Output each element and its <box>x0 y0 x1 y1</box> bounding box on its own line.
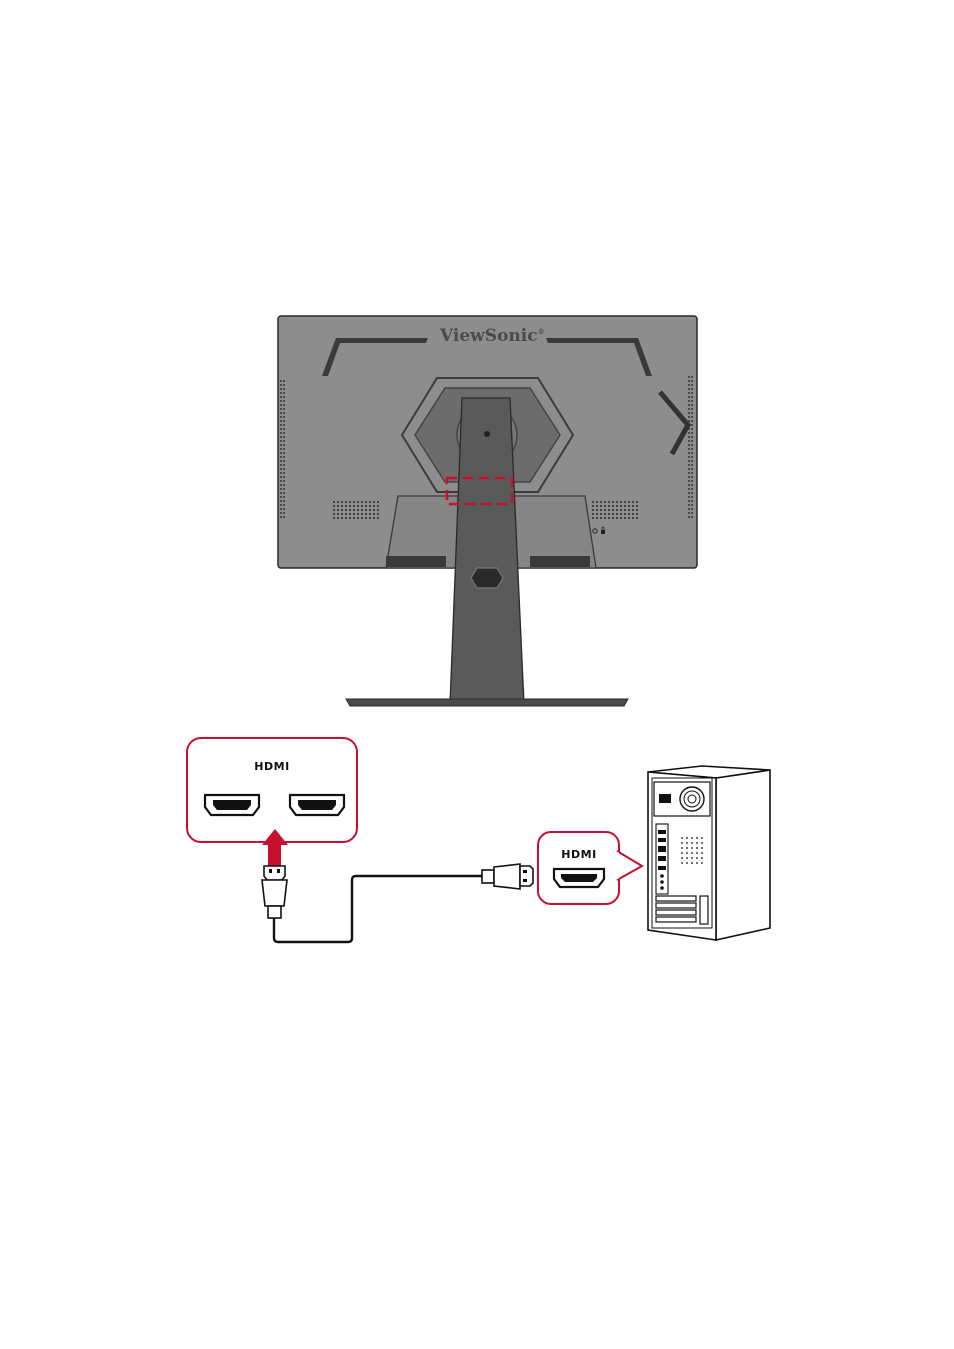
hdmi-plug-icon <box>262 866 287 918</box>
monitor-hdmi-label: HDMI <box>254 760 289 773</box>
pc-hdmi-label: HDMI <box>561 848 596 861</box>
hdmi-port-icon <box>554 869 604 887</box>
hdmi-plug-icon <box>482 864 533 889</box>
monitor-hdmi-callout: HDMI <box>187 738 357 842</box>
hdmi-port-icon <box>205 795 259 815</box>
stand-base <box>346 699 628 706</box>
port-strip-right <box>530 556 590 567</box>
pc-side-panel <box>716 770 770 940</box>
callout-pointer <box>617 851 642 880</box>
cable-wire <box>274 876 482 942</box>
pc-tower-icon <box>648 766 770 940</box>
pc-power-socket <box>659 794 671 803</box>
hdmi-port-icon <box>290 795 344 815</box>
pc-hdmi-callout: HDMI <box>538 832 642 904</box>
port-strip-left <box>386 556 446 567</box>
pc-card-bracket <box>700 896 708 924</box>
stand-screw <box>484 431 490 437</box>
monitor-rear-view: ViewSonic® <box>278 316 697 706</box>
hdmi-cable <box>262 864 533 942</box>
cable-management-hole <box>471 568 503 588</box>
monitor-callout-box <box>187 738 357 842</box>
brand-logo: ViewSonic® <box>439 326 545 346</box>
